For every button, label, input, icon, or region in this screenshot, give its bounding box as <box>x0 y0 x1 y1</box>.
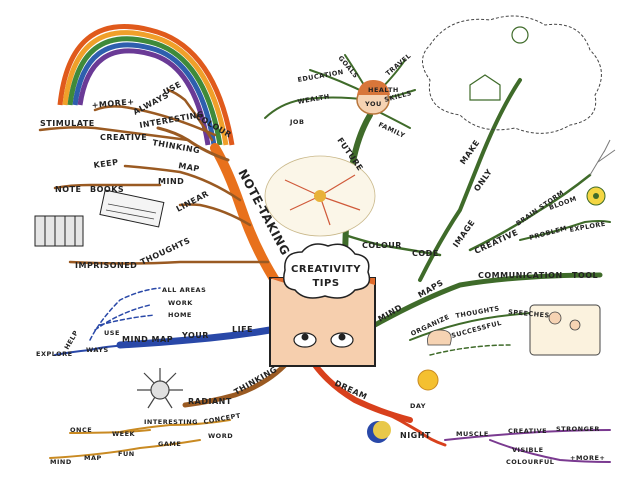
label-imprisoned: IMPRISONED <box>75 261 137 270</box>
rainbow-band-4 <box>72 42 217 146</box>
label-more-top: +MORE+ <box>91 97 134 110</box>
arrows-burst-icon <box>137 368 183 409</box>
label-map-radiant: MAP <box>84 454 102 462</box>
hand-icon <box>427 329 452 346</box>
label-colourful: COLOURFUL <box>506 458 554 466</box>
label-life: LIFE <box>232 325 253 334</box>
label-thinking-note: THINKING <box>152 138 201 155</box>
label-help: HELP <box>63 329 80 351</box>
label-muscle: MUSCLE <box>456 430 489 438</box>
label-explore-image: EXPLORE <box>569 220 606 234</box>
label-stronger: STRONGER <box>556 425 600 433</box>
label-health: HEALTH <box>368 86 399 94</box>
label-concept: CONCEPT <box>203 412 242 426</box>
branch-image-lines <box>343 78 611 282</box>
label-use-life: USE <box>104 329 120 337</box>
label-thinking-radiant: THINKING <box>233 365 279 397</box>
branch-dream-lines <box>312 362 611 463</box>
label-creative-note: CREATIVE <box>100 133 147 142</box>
label-mind-map-life: MIND MAP <box>122 335 173 344</box>
label-problem: PROBLEM <box>528 224 568 242</box>
label-colour-code: COLOUR <box>362 241 402 250</box>
label-radiant: RADIANT <box>188 397 232 406</box>
label-books: BOOKS <box>90 185 124 194</box>
label-linear: LINEAR <box>175 189 211 214</box>
label-your: YOUR <box>181 331 209 340</box>
label-interesting-radiant: INTERESTING <box>144 418 198 426</box>
label-map-note: MAP <box>178 161 201 174</box>
branch-radiant-lines <box>49 362 288 459</box>
label-speeches: SPEECHES <box>508 308 550 320</box>
label-explore-life: EXPLORE <box>36 350 73 358</box>
label-day: DAY <box>410 402 426 410</box>
rainbow-band-1 <box>57 24 235 146</box>
label-communication: COMMUNICATION <box>478 271 563 280</box>
label-wealth: WEALTH <box>297 92 330 106</box>
label-education: EDUCATION <box>297 68 344 84</box>
thought-bubble <box>283 243 371 299</box>
label-travel: TRAVEL <box>384 52 413 78</box>
prison-cage-icon <box>34 215 84 247</box>
center-title-line2: TIPS <box>312 278 339 289</box>
face-you-icon <box>356 80 390 115</box>
center-title-line1: CREATIVITY <box>291 264 361 275</box>
spiral-notebook-icon <box>99 189 165 228</box>
label-note: NOTE <box>55 185 81 194</box>
branch-note-taking-lines <box>38 88 283 290</box>
label-code: CODE <box>412 249 439 258</box>
bare-tree-icon <box>589 139 616 176</box>
label-night: NIGHT <box>400 431 431 440</box>
label-ways: WAYS <box>86 346 109 354</box>
label-work: WORK <box>168 299 193 307</box>
label-job: JOB <box>289 118 304 126</box>
rainbow-band-2 <box>62 30 229 146</box>
label-stimulate: STIMULATE <box>40 119 95 128</box>
label-week: WEEK <box>112 430 136 438</box>
flower-icon <box>586 186 606 206</box>
label-once: ONCE <box>70 426 92 434</box>
label-game: GAME <box>158 440 181 448</box>
label-home: HOME <box>168 311 192 319</box>
moon-icon <box>367 421 391 443</box>
label-tool: TOOL <box>572 271 598 280</box>
label-successful: SUCCESSFUL <box>450 319 502 340</box>
rainbow-band-3 <box>67 36 223 146</box>
label-creative-image: CREATIVE <box>473 228 520 256</box>
mini-mind-map-thumbnail <box>264 155 376 237</box>
label-keep: KEEP <box>93 158 119 170</box>
label-visible: VISIBLE <box>512 446 544 454</box>
center-image: CREATIVITY TIPS <box>269 243 376 367</box>
label-word: WORD <box>208 432 233 440</box>
rainbow-illustration <box>57 24 235 146</box>
label-mind-radiant: MIND <box>50 458 72 466</box>
label-image: IMAGE <box>451 218 477 249</box>
label-creative-dream: CREATIVE <box>508 427 547 435</box>
label-you: YOU <box>364 100 382 108</box>
label-mind-note: MIND <box>158 177 184 186</box>
branch-life-lines <box>54 287 274 356</box>
rainbow-band-5 <box>77 48 211 146</box>
future-dreams-cloud <box>422 15 602 134</box>
audience-illustration <box>529 304 601 356</box>
label-more-dream: +MORE+ <box>570 454 605 462</box>
label-all-areas: ALL AREAS <box>162 286 206 294</box>
label-fun: FUN <box>118 450 135 458</box>
sun-icon <box>417 369 439 391</box>
